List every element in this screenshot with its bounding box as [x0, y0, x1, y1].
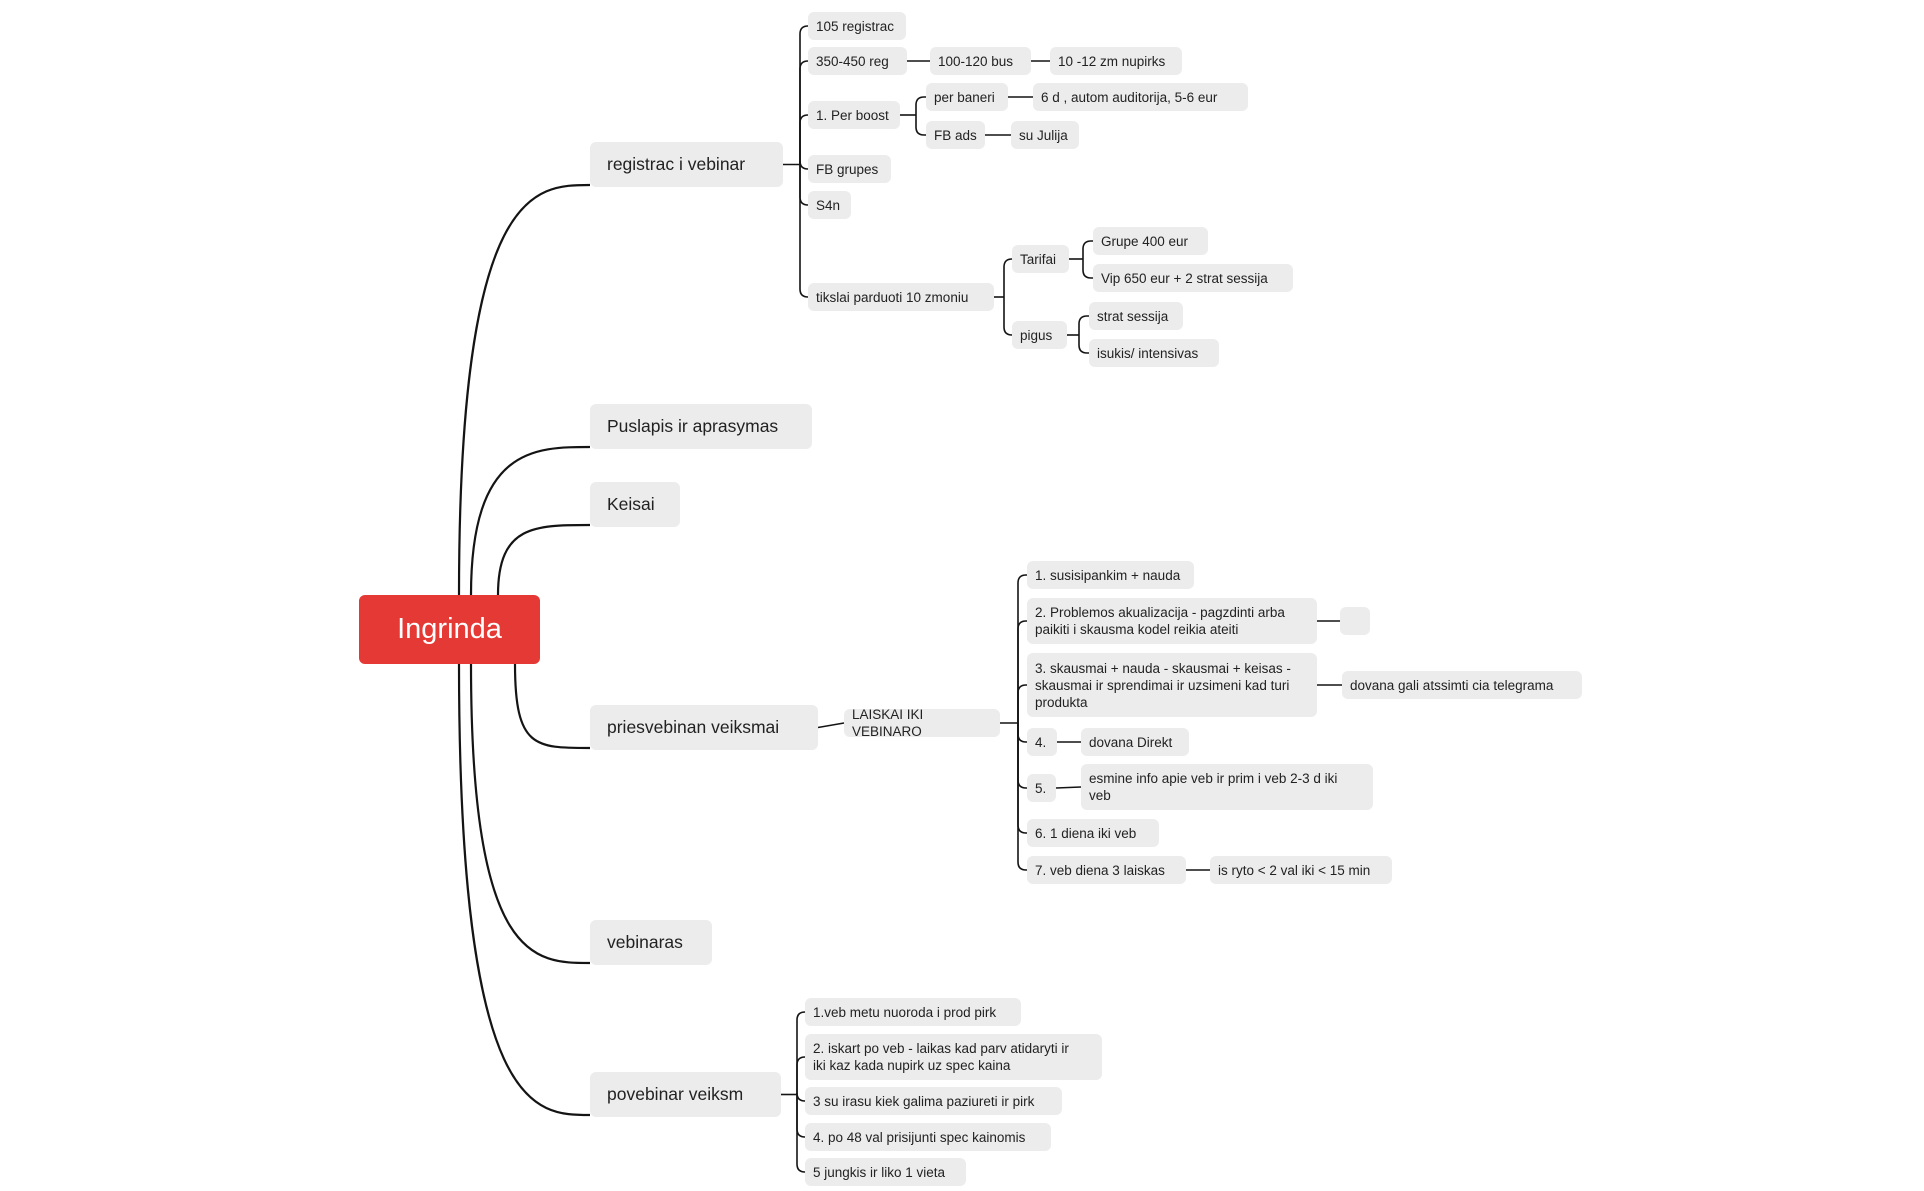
node-p-7-ryto[interactable]: is ryto < 2 val iki < 15 min [1210, 856, 1392, 884]
node-p-3[interactable]: 3. skausmai + nauda - skausmai + keisas … [1027, 653, 1317, 717]
node-p-5[interactable]: 5. [1027, 774, 1056, 802]
node-p-laiskai[interactable]: LAISKAI IKI VEBINARO [844, 707, 1000, 739]
connector-line-45 [796, 1011, 806, 1095]
node-r-strat[interactable]: strat sessija [1089, 302, 1183, 330]
connector-line-29 [1078, 335, 1089, 354]
connector-line-3 [496, 523, 591, 596]
connector-line-30 [817, 722, 845, 729]
node-root[interactable]: Ingrinda [359, 595, 540, 664]
connector-line-8 [799, 25, 809, 165]
connector-line-28 [1078, 315, 1089, 335]
node-r-boost[interactable]: 1. Per boost [808, 101, 900, 129]
node-r-isukis[interactable]: isukis/ intensivas [1089, 339, 1219, 367]
connector-line-37 [1017, 723, 1027, 834]
node-p-6[interactable]: 6. 1 diena iki veb [1027, 819, 1159, 847]
connector-line-17 [915, 96, 926, 115]
connector-line-2 [469, 445, 591, 596]
node-r-105[interactable]: 105 registrac [808, 12, 906, 40]
connector-line-13 [799, 164, 809, 298]
node-r-s4n[interactable]: S4n [808, 191, 851, 219]
node-povebinar[interactable]: povebinar veiksm [590, 1072, 781, 1117]
node-r-julija[interactable]: su Julija [1011, 121, 1079, 149]
node-p-2-empty[interactable] [1340, 607, 1370, 635]
node-r-grupe[interactable]: Grupe 400 eur [1093, 227, 1208, 255]
connector-line-38 [1017, 723, 1027, 871]
connector-line-47 [796, 1092, 806, 1102]
node-v-4[interactable]: 4. po 48 val prisijunti spec kainomis [805, 1123, 1051, 1151]
node-p-4[interactable]: 4. [1027, 728, 1057, 756]
node-p-3-dovana[interactable]: dovana gali atssimti cia telegrama [1342, 671, 1582, 699]
node-r-tarifai[interactable]: Tarifai [1012, 245, 1069, 273]
connector-line-6 [457, 663, 591, 1117]
node-v-1[interactable]: 1.veb metu nuoroda i prod pirk [805, 998, 1021, 1026]
connector-line-5 [469, 663, 591, 965]
connector-line-1 [457, 183, 591, 596]
node-r-baneri[interactable]: per baneri [926, 83, 1008, 111]
connector-line-10 [799, 114, 809, 165]
node-p-2[interactable]: 2. Problemos akualizacija - pagzdinti ar… [1027, 598, 1317, 644]
node-r-pigus[interactable]: pigus [1012, 321, 1067, 349]
connector-line-33 [1017, 620, 1027, 723]
node-p-7[interactable]: 7. veb diena 3 laiskas [1027, 856, 1186, 884]
connector-line-18 [915, 115, 926, 136]
node-registrac-i-vebinar[interactable]: registrac i vebinar [590, 142, 783, 187]
node-v-2[interactable]: 2. iskart po veb - laikas kad parv atida… [805, 1034, 1102, 1080]
connector-line-4 [513, 663, 591, 750]
connector-line-46 [796, 1056, 806, 1095]
connector-line-42 [1055, 786, 1082, 789]
node-r-fbads[interactable]: FB ads [926, 121, 985, 149]
node-p-5-info[interactable]: esmine info apie veb ir prim i veb 2-3 d… [1081, 764, 1373, 810]
connector-line-49 [796, 1094, 806, 1173]
node-p-1[interactable]: 1. susisipankim + nauda [1027, 561, 1194, 589]
node-r-10-12[interactable]: 10 -12 zm nupirks [1050, 47, 1182, 75]
node-vebinaras[interactable]: vebinaras [590, 920, 712, 965]
node-v-5[interactable]: 5 jungkis ir liko 1 vieta [805, 1158, 966, 1186]
node-r-fbgrupes[interactable]: FB grupes [808, 155, 891, 183]
connector-line-23 [1003, 297, 1013, 336]
node-priesvebinan[interactable]: priesvebinan veiksmai [590, 705, 818, 750]
node-r-100-120[interactable]: 100-120 bus [930, 47, 1031, 75]
node-r-vip[interactable]: Vip 650 eur + 2 strat sessija [1093, 264, 1293, 292]
connector-line-35 [1017, 723, 1027, 743]
node-puslapis[interactable]: Puslapis ir aprasymas [590, 404, 812, 449]
connector-line-48 [796, 1094, 806, 1138]
node-r-6d[interactable]: 6 d , autom auditorija, 5-6 eur [1033, 83, 1248, 111]
connector-line-34 [1017, 684, 1027, 723]
node-r-350[interactable]: 350-450 reg [808, 47, 907, 75]
connector-line-9 [799, 60, 809, 165]
node-r-tikslai[interactable]: tikslai parduoti 10 zmoniu [808, 283, 994, 311]
connector-line-12 [799, 164, 809, 206]
connector-line-22 [1003, 258, 1013, 297]
connector-line-25 [1082, 240, 1093, 259]
connector-line-26 [1082, 259, 1093, 279]
node-v-3[interactable]: 3 su irasu kiek galima paziureti ir pirk [805, 1087, 1062, 1115]
connector-line-11 [799, 160, 809, 170]
node-p-4-dovana[interactable]: dovana Direkt [1081, 728, 1189, 756]
node-keisai[interactable]: Keisai [590, 482, 680, 527]
connector-line-32 [1017, 574, 1027, 723]
connector-line-36 [1017, 723, 1027, 789]
